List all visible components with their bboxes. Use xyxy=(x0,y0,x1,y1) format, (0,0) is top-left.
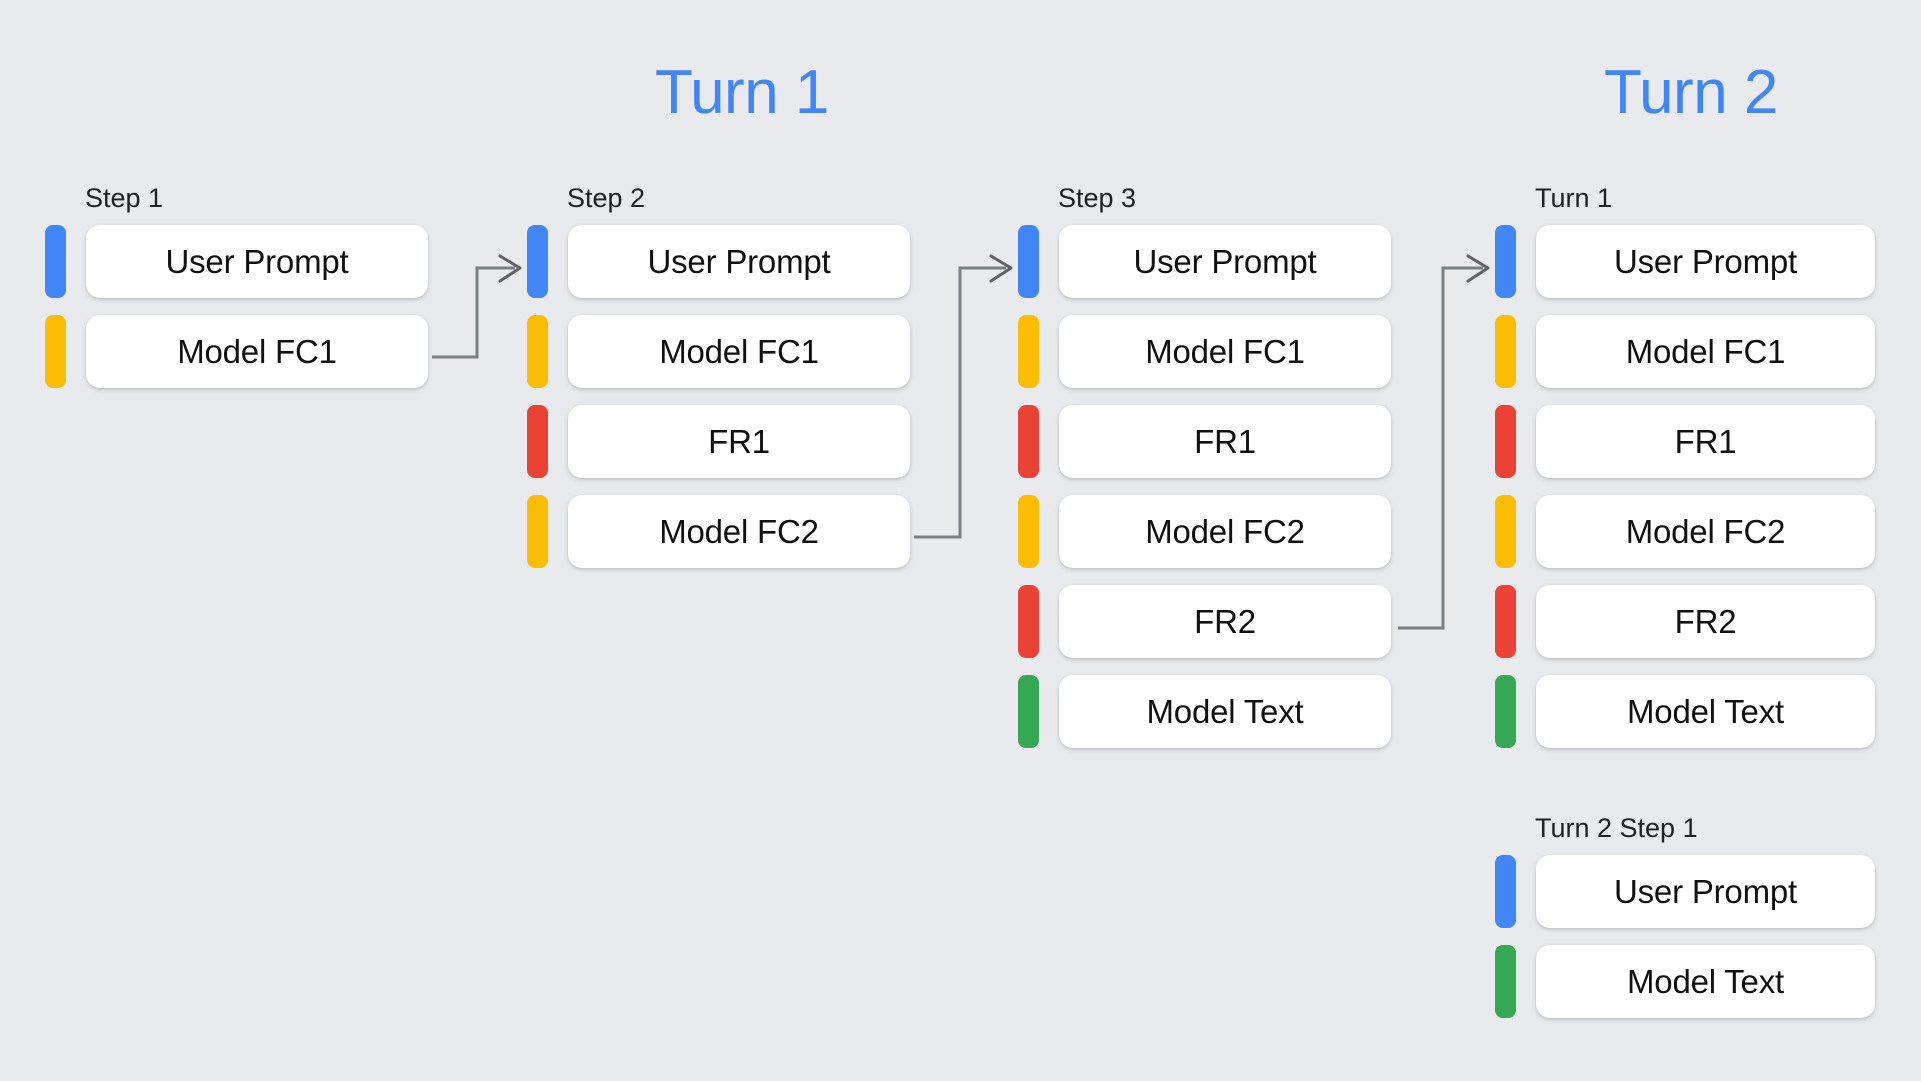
list-item[interactable]: User Prompt xyxy=(1495,855,1875,928)
card-label[interactable]: Model Text xyxy=(1536,945,1875,1018)
list-item[interactable]: Model Text xyxy=(1018,675,1391,748)
column-rows-step-3: User Prompt Model FC1 FR1 Model FC2 FR2 … xyxy=(1018,225,1391,748)
role-bar-yellow xyxy=(1495,495,1516,568)
role-bar-blue xyxy=(1495,225,1516,298)
card-label[interactable]: User Prompt xyxy=(1536,855,1875,928)
list-item[interactable]: FR1 xyxy=(1018,405,1391,478)
role-bar-green xyxy=(1495,675,1516,748)
role-bar-blue xyxy=(1018,225,1039,298)
card-label[interactable]: Model FC2 xyxy=(1059,495,1391,568)
card-label[interactable]: Model FC1 xyxy=(1059,315,1391,388)
card-label[interactable]: Model Text xyxy=(1059,675,1391,748)
list-item[interactable]: FR2 xyxy=(1495,585,1875,658)
card-label[interactable]: Model FC1 xyxy=(86,315,428,388)
role-bar-blue xyxy=(1495,855,1516,928)
turn-2-heading: Turn 2 xyxy=(1604,58,1778,127)
card-label[interactable]: FR1 xyxy=(1059,405,1391,478)
role-bar-green xyxy=(1495,945,1516,1018)
column-label-step-1: Step 1 xyxy=(85,183,164,213)
list-item[interactable]: Model Text xyxy=(1495,675,1875,748)
role-bar-blue xyxy=(45,225,66,298)
connector-step2-to-step3 xyxy=(914,254,1013,539)
connector-step1-to-step2 xyxy=(432,254,522,359)
card-label[interactable]: Model FC2 xyxy=(568,495,910,568)
column-label-step-2: Step 2 xyxy=(567,183,646,213)
list-item[interactable]: FR2 xyxy=(1018,585,1391,658)
turn-1-heading: Turn 1 xyxy=(655,58,829,127)
list-item[interactable]: Model FC1 xyxy=(45,315,428,388)
role-bar-red xyxy=(1495,405,1516,478)
card-label[interactable]: User Prompt xyxy=(1059,225,1391,298)
column-rows-step-1: User Prompt Model FC1 xyxy=(45,225,428,388)
card-label[interactable]: User Prompt xyxy=(1536,225,1875,298)
column-rows-turn-2-step-1: User Prompt Model Text xyxy=(1495,855,1875,1018)
role-bar-yellow xyxy=(527,495,548,568)
list-item[interactable]: Model FC2 xyxy=(1018,495,1391,568)
role-bar-red xyxy=(1018,405,1039,478)
card-label[interactable]: Model FC1 xyxy=(568,315,910,388)
card-label[interactable]: Model FC2 xyxy=(1536,495,1875,568)
card-label[interactable]: FR1 xyxy=(568,405,910,478)
column-label-turn-2-step-1: Turn 2 Step 1 xyxy=(1535,813,1698,843)
card-label[interactable]: User Prompt xyxy=(86,225,428,298)
list-item[interactable]: Model FC1 xyxy=(527,315,910,388)
card-label[interactable]: FR1 xyxy=(1536,405,1875,478)
list-item[interactable]: Model FC2 xyxy=(527,495,910,568)
list-item[interactable]: User Prompt xyxy=(1495,225,1875,298)
list-item[interactable]: User Prompt xyxy=(45,225,428,298)
card-label[interactable]: FR2 xyxy=(1536,585,1875,658)
column-label-step-3: Step 3 xyxy=(1058,183,1137,213)
column-rows-turn-1: User Prompt Model FC1 FR1 Model FC2 FR2 … xyxy=(1495,225,1875,748)
role-bar-red xyxy=(1495,585,1516,658)
role-bar-yellow xyxy=(1018,315,1039,388)
connector-step3-to-turn1 xyxy=(1398,254,1490,630)
list-item[interactable]: FR1 xyxy=(527,405,910,478)
column-label-turn-1: Turn 1 xyxy=(1535,183,1613,213)
list-item[interactable]: Model FC1 xyxy=(1495,315,1875,388)
list-item[interactable]: User Prompt xyxy=(1018,225,1391,298)
list-item[interactable]: Model Text xyxy=(1495,945,1875,1018)
role-bar-green xyxy=(1018,675,1039,748)
card-label[interactable]: FR2 xyxy=(1059,585,1391,658)
column-rows-step-2: User Prompt Model FC1 FR1 Model FC2 xyxy=(527,225,910,568)
list-item[interactable]: User Prompt xyxy=(527,225,910,298)
role-bar-red xyxy=(527,405,548,478)
card-label[interactable]: User Prompt xyxy=(568,225,910,298)
list-item[interactable]: Model FC1 xyxy=(1018,315,1391,388)
role-bar-yellow xyxy=(1018,495,1039,568)
role-bar-yellow xyxy=(45,315,66,388)
list-item[interactable]: FR1 xyxy=(1495,405,1875,478)
role-bar-red xyxy=(1018,585,1039,658)
role-bar-yellow xyxy=(1495,315,1516,388)
role-bar-yellow xyxy=(527,315,548,388)
card-label[interactable]: Model Text xyxy=(1536,675,1875,748)
list-item[interactable]: Model FC2 xyxy=(1495,495,1875,568)
role-bar-blue xyxy=(527,225,548,298)
card-label[interactable]: Model FC1 xyxy=(1536,315,1875,388)
